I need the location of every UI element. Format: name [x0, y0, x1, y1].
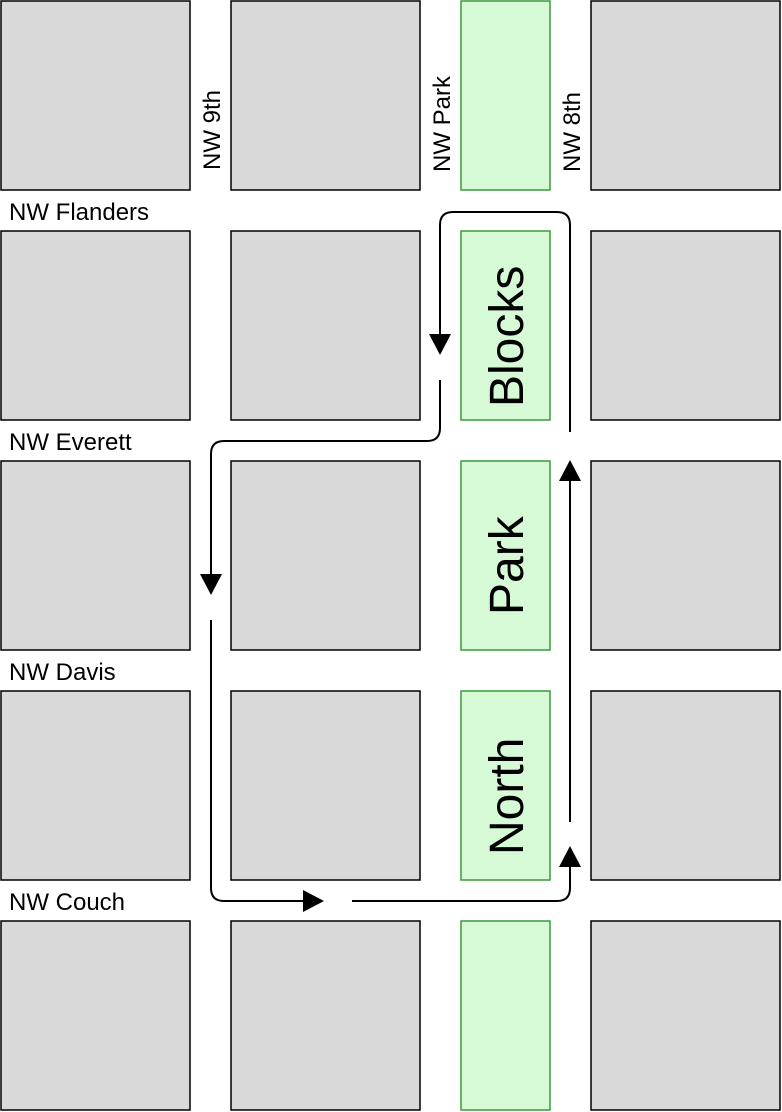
- street-label-nw-couch: NW Couch: [9, 889, 125, 916]
- city-block: [590, 230, 781, 421]
- park-label-blocks: Blocks: [481, 266, 534, 407]
- city-block: [0, 230, 191, 421]
- park-block: [460, 460, 551, 651]
- street-label-nw-9th: NW 9th: [199, 90, 226, 170]
- city-block: [590, 690, 781, 881]
- route-arrow-up-icon: [559, 846, 581, 867]
- street-label-nw-davis: NW Davis: [9, 659, 116, 686]
- city-block: [0, 690, 191, 881]
- route-segment-to-everett: [210, 380, 441, 578]
- park-block: [460, 920, 551, 1111]
- park-block: [460, 230, 551, 421]
- street-label-nw-everett: NW Everett: [9, 429, 132, 456]
- street-label-nw-park: NW Park: [429, 75, 456, 172]
- route-arrow-down-icon: [429, 334, 451, 355]
- route-arrow-right-icon: [303, 890, 324, 912]
- city-block: [590, 920, 781, 1111]
- park-block: [460, 690, 551, 881]
- street-label-nw-flanders: NW Flanders: [9, 199, 149, 226]
- city-block: [230, 920, 421, 1111]
- route-segment-down-9th: [210, 620, 305, 902]
- city-block: [590, 0, 781, 191]
- route-arrow-up-icon: [559, 460, 581, 481]
- city-block: [0, 460, 191, 651]
- city-block: [230, 230, 421, 421]
- park-label-park: Park: [481, 515, 534, 615]
- route-segment-loop-top: [439, 211, 571, 432]
- route-arrow-down-icon: [200, 574, 222, 595]
- park-block: [460, 0, 551, 191]
- city-block: [230, 0, 421, 191]
- street-label-nw-8th: NW 8th: [559, 92, 586, 172]
- city-block: [230, 690, 421, 881]
- city-block: [230, 460, 421, 651]
- city-block: [0, 920, 191, 1111]
- route-segment-couch-to-8th: [352, 864, 571, 902]
- park-label-north: North: [481, 738, 534, 855]
- city-block: [590, 460, 781, 651]
- city-block: [0, 0, 191, 191]
